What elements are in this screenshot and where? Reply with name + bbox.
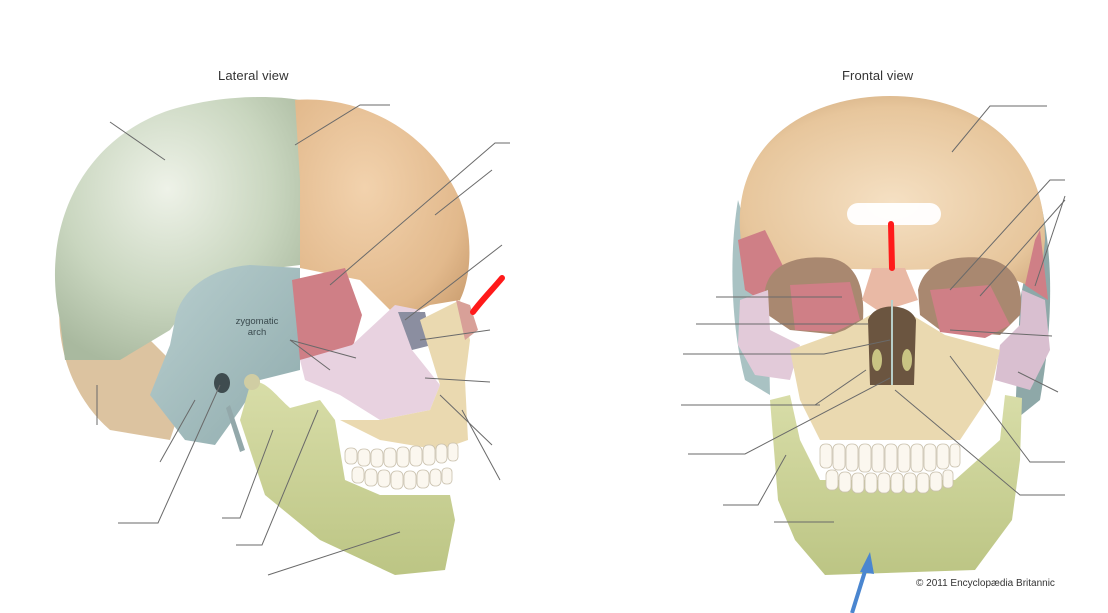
frontal-view-title: Frontal view	[842, 68, 914, 83]
temporal-bone	[150, 265, 300, 445]
lateral-skull	[54, 97, 510, 576]
nasal-bone-front	[862, 268, 918, 312]
mandible-lateral	[240, 382, 455, 575]
zygomatic-left	[738, 290, 800, 380]
zygomatic-right	[995, 290, 1050, 390]
frontal-teeth	[819, 443, 961, 494]
styloid-process	[226, 405, 245, 452]
zygomatic-arch-label-line2: arch	[247, 327, 267, 338]
frontal-bone	[295, 99, 470, 320]
frontal-skull	[681, 96, 1066, 613]
orbit-right-inner	[930, 285, 1010, 338]
lateral-red-mark	[470, 275, 505, 315]
parietal-bone	[54, 97, 305, 361]
nasal-bone	[456, 300, 478, 340]
lateral-leader-lines	[96, 104, 510, 576]
lateral-view-title: Lateral view	[218, 68, 289, 83]
blue-arrow-icon	[850, 552, 874, 613]
copyright-credit: © 2011 Encyclopædia Britannic	[916, 578, 1055, 589]
zygomatic-arch-label-line1: zygomatic	[235, 316, 279, 327]
sphenoid-bone	[292, 268, 362, 360]
mandibular-condyle	[244, 374, 260, 390]
forehead-highlight	[847, 203, 941, 225]
external-acoustic-meatus	[214, 373, 230, 393]
sphenoid-right	[1025, 230, 1048, 300]
lateral-teeth	[344, 442, 459, 490]
frontal-leader-lines	[681, 105, 1066, 523]
frontal-bone-front	[739, 96, 1045, 290]
zygomatic-bone	[300, 305, 440, 420]
zygomatic-arch-label: zygomatic arch	[222, 316, 292, 338]
orbit-left-inner	[790, 282, 860, 332]
frontal-red-mark	[888, 221, 895, 271]
